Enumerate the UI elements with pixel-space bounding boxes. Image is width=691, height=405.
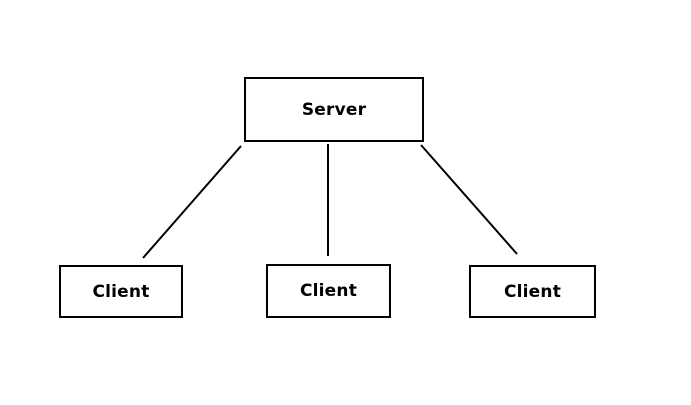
client-node-2-label: Client — [299, 281, 358, 301]
server-node-label: Server — [301, 99, 367, 120]
edge-server-client-1 — [142, 145, 242, 259]
client-node-1-label: Client — [92, 281, 150, 302]
client-node-2: Client — [266, 264, 391, 318]
client-node-1: Client — [59, 265, 183, 318]
client-node-3-label: Client — [503, 281, 562, 302]
server-node: Server — [244, 77, 424, 142]
client-node-3: Client — [469, 265, 596, 318]
edge-server-client-3 — [420, 144, 518, 255]
